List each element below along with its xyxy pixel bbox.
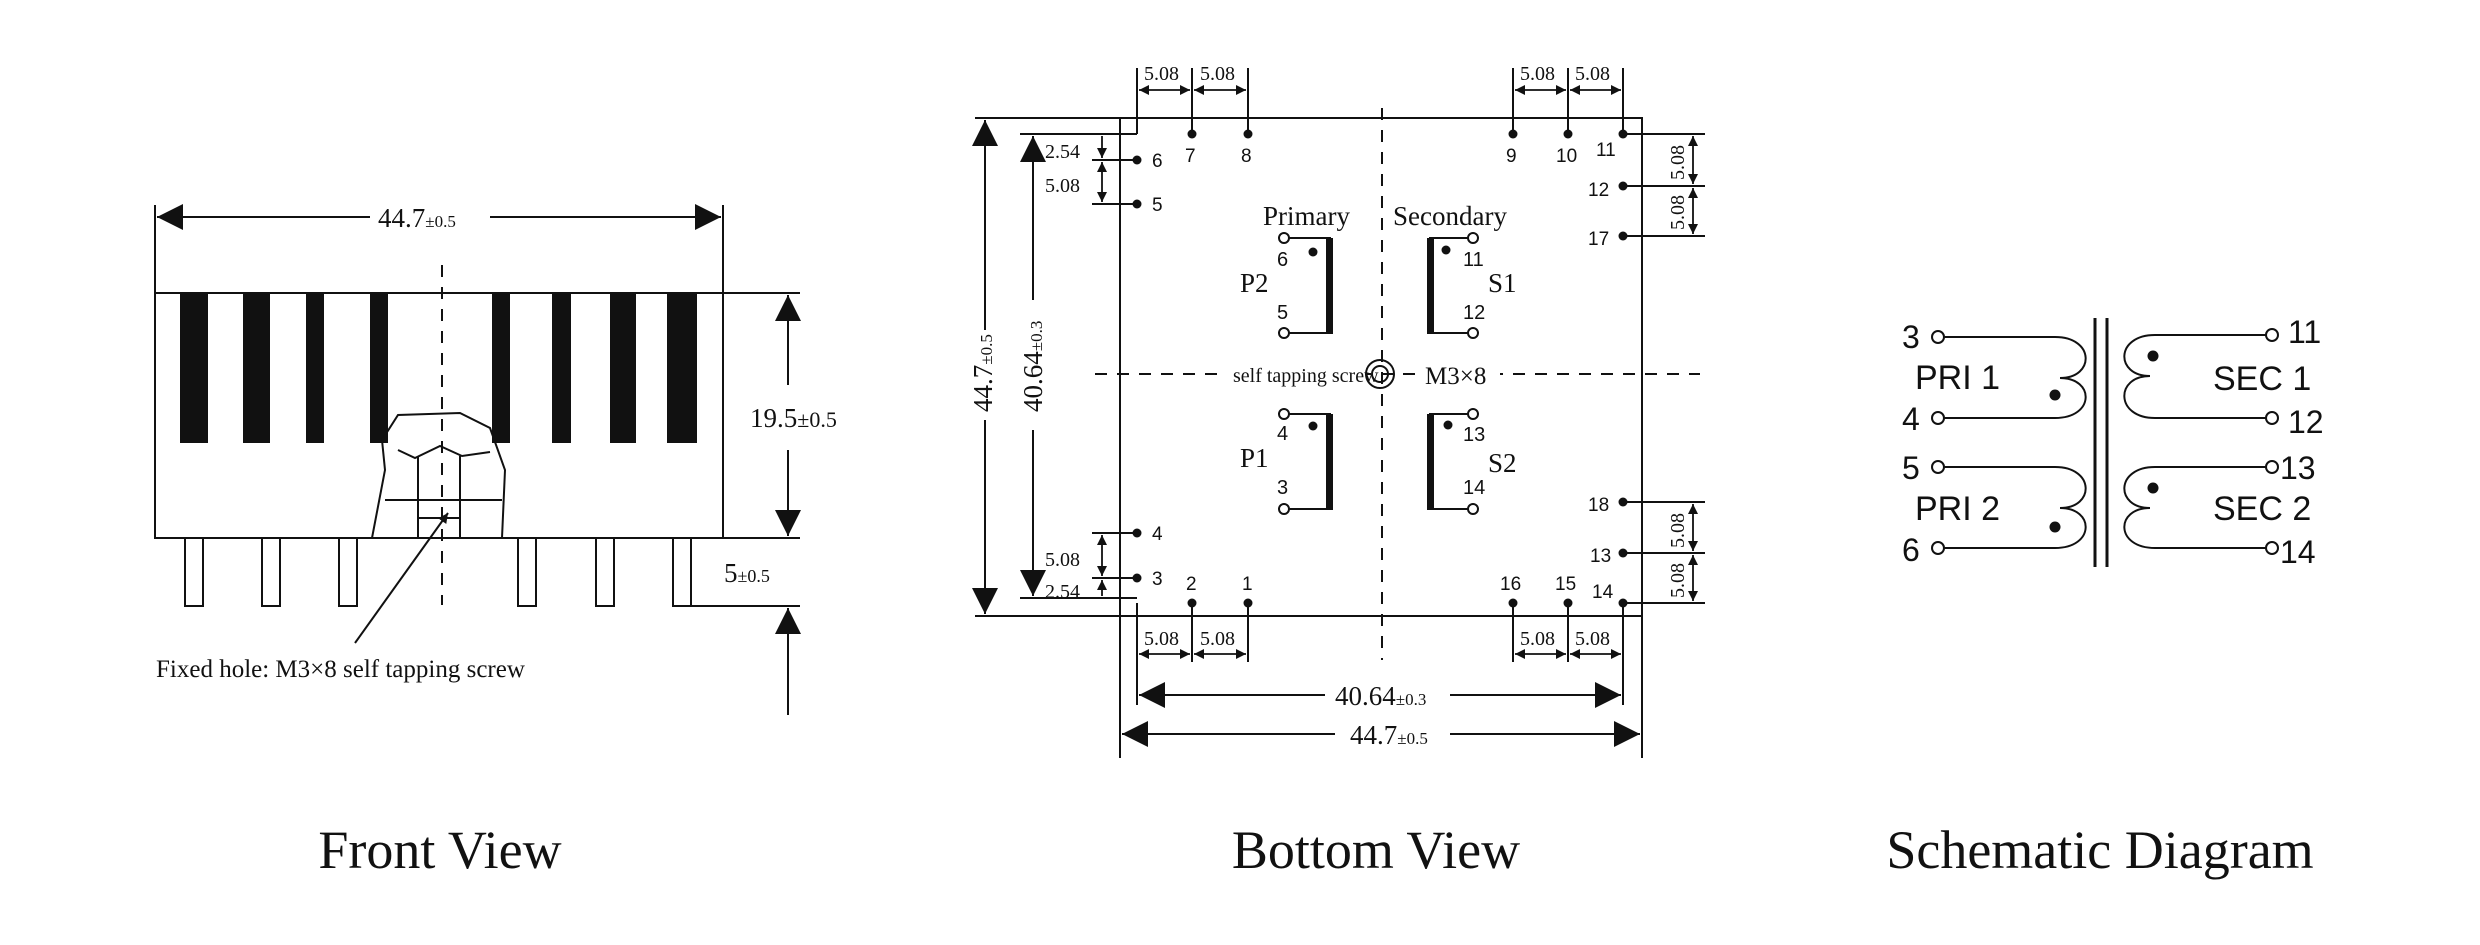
dim-5.08-left-bottom: 5.08 [1045,549,1080,571]
svg-text:4: 4 [1152,524,1163,545]
svg-text:14: 14 [1463,477,1485,499]
svg-text:18: 18 [1588,495,1609,516]
winding-s2: 13 14 S2 [1427,408,1517,515]
dim-5.08-top-3: 5.08 [1520,63,1555,85]
front-height-label: 19.5±0.5 [750,403,837,433]
svg-text:12: 12 [2288,404,2324,440]
svg-text:16: 16 [1500,574,1521,595]
front-fixed-hole-note: Fixed hole: M3×8 self tapping screw [156,656,525,683]
svg-text:10: 10 [1556,146,1577,167]
svg-text:2: 2 [1186,574,1197,595]
dim-5.08-bottom-4: 5.08 [1575,628,1610,650]
svg-text:5: 5 [1277,302,1288,324]
svg-text:13: 13 [2280,450,2316,486]
label-s1: S1 [1488,268,1517,298]
winding-sec1: 11 12 SEC 1 [2123,314,2324,440]
svg-text:4: 4 [1902,401,1920,437]
front-view: 44.7±0.5 [154,203,837,880]
svg-text:6: 6 [1152,151,1163,172]
bottom-span-hdim-label: 40.64±0.3 [1335,681,1426,711]
svg-text:8: 8 [1241,146,1252,167]
label-s2: S2 [1488,448,1517,478]
svg-text:11: 11 [2288,314,2321,350]
dim-5.08-top-2: 5.08 [1200,63,1235,85]
winding-pri2: 5 6 PRI 2 [1902,450,2087,568]
svg-text:12: 12 [1588,180,1609,201]
label-pri2: PRI 2 [1915,490,2000,528]
bottom-view-title: Bottom View [1232,820,1520,880]
winding-sec2: 13 14 SEC 2 [2123,450,2316,570]
front-bottom-pins [184,537,692,607]
label-sec2: SEC 2 [2213,490,2311,528]
winding-pri1: 3 4 PRI 1 [1902,319,2087,437]
dim-2.54-top: 2.54 [1045,141,1080,163]
winding-p2: 6 5 P2 [1240,232,1333,339]
front-boss-line [397,444,491,460]
winding-s1: 11 12 S1 [1427,232,1517,339]
dim-5.08-bottom-1: 5.08 [1144,628,1179,650]
svg-text:14: 14 [1592,582,1614,603]
svg-text:5: 5 [1902,450,1920,486]
screw-hole-inner [1371,365,1389,383]
screw-hole-outer [1365,359,1395,389]
schematic-title: Schematic Diagram [1886,820,2313,880]
dim-5.08-right-2: 5.08 [1667,195,1689,230]
dim-5.08-right-3: 5.08 [1667,513,1689,548]
dim-2.54-bottom: 2.54 [1045,581,1080,603]
svg-text:15: 15 [1555,574,1576,595]
bottom-pin-numbers: 6 5 7 8 9 10 11 12 17 4 3 2 1 16 15 14 1… [1152,140,1616,603]
svg-text:3: 3 [1152,569,1163,590]
svg-text:12: 12 [1463,302,1485,324]
front-view-title: Front View [318,820,561,880]
svg-text:7: 7 [1185,146,1196,167]
svg-text:9: 9 [1506,146,1517,167]
svg-text:14: 14 [2280,534,2316,570]
dim-5.08-bottom-2: 5.08 [1200,628,1235,650]
bottom-outer-hdim-label: 44.7±0.5 [1350,720,1428,750]
label-p1: P1 [1240,443,1269,473]
front-boss [371,411,507,539]
svg-text:11: 11 [1596,140,1616,161]
dim-5.08-right-4: 5.08 [1667,563,1689,598]
front-body [154,292,724,539]
svg-text:1: 1 [1242,574,1253,595]
front-width-label: 44.7±0.5 [378,203,456,233]
dim-5.08-bottom-3: 5.08 [1520,628,1555,650]
front-pin-bars [180,293,697,443]
screw-label: self tapping screw [1233,365,1379,387]
svg-text:13: 13 [1463,424,1485,446]
dim-5.08-left-top: 5.08 [1045,175,1080,197]
dim-5.08-top-4: 5.08 [1575,63,1610,85]
bottom-pins [1132,129,1628,608]
svg-text:6: 6 [1277,249,1288,271]
label-sec1: SEC 1 [2213,360,2311,398]
svg-text:5: 5 [1152,195,1163,216]
dim-5.08-top-1: 5.08 [1144,63,1179,85]
bottom-span-dim-label: 40.64±0.3 [1018,321,1048,412]
front-pin-label: 5±0.5 [724,558,770,588]
front-note-leader [354,512,449,644]
secondary-label: Secondary [1393,201,1507,231]
svg-text:13: 13 [1590,546,1611,567]
label-pri1: PRI 1 [1915,359,2000,397]
bottom-view: 44.7±0.5 40.64±0.3 2.54 5.08 5.08 2.54 5… [968,63,1705,880]
svg-text:17: 17 [1588,229,1609,250]
schematic: 3 4 PRI 1 5 6 PRI 2 11 12 SEC 1 [1886,314,2323,880]
svg-text:4: 4 [1277,423,1288,445]
dim-5.08-right-1: 5.08 [1667,145,1689,180]
primary-label: Primary [1263,201,1350,231]
svg-text:3: 3 [1277,477,1288,499]
winding-p1: 4 3 P1 [1240,408,1333,515]
svg-text:11: 11 [1463,249,1484,271]
bottom-outer-dim-label: 44.7±0.5 [968,334,998,412]
label-p2: P2 [1240,268,1269,298]
svg-text:6: 6 [1902,532,1920,568]
svg-text:3: 3 [1902,319,1920,355]
screw-size-label: M3×8 [1425,363,1486,390]
